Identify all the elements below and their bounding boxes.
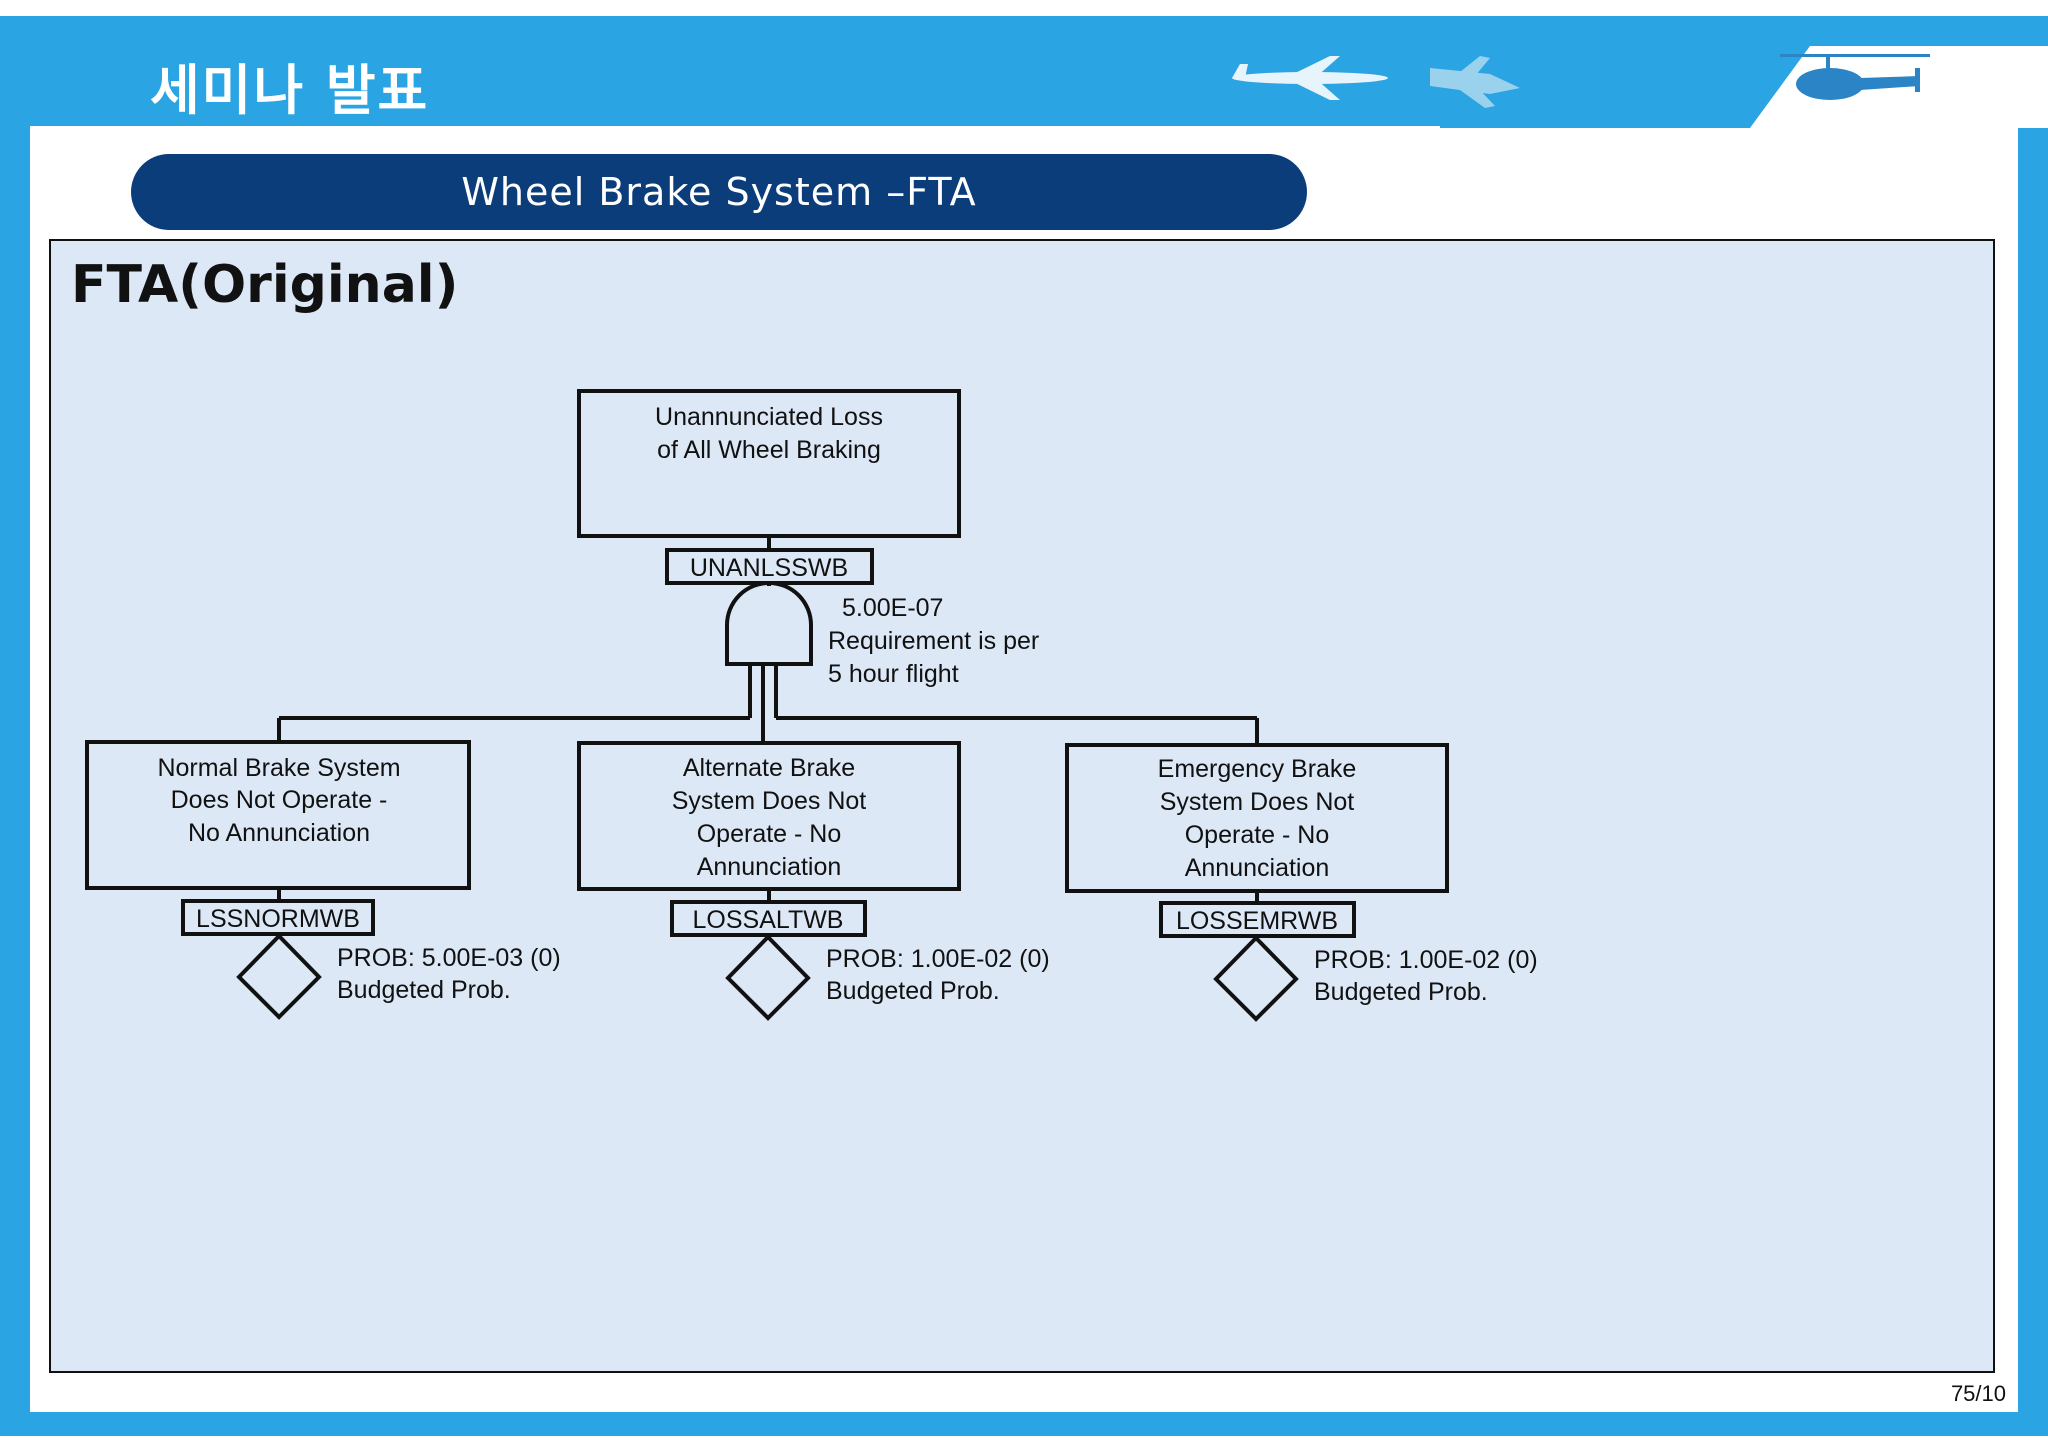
child-2-note: Budgeted Prob.: [826, 977, 1000, 1005]
child-3-id-box: [1159, 901, 1356, 938]
and-gate-icon: [725, 581, 813, 666]
child-3-line-4: Annunciation: [1185, 854, 1330, 882]
page-number: 75/10: [1950, 1381, 2006, 1406]
child-2-id: LOSSALTWB: [693, 906, 844, 934]
gate-line-3: 5 hour flight: [828, 660, 959, 688]
basic-event-diamond-icon: [236, 933, 322, 1020]
helicopter-icon: [1780, 54, 1930, 100]
top-event-line-1: Unannunciated Loss: [655, 403, 883, 431]
slide-title: Wheel Brake System –FTA: [131, 154, 1307, 230]
child-3-note: Budgeted Prob.: [1314, 978, 1488, 1006]
top-event-id: UNANLSSWB: [690, 554, 848, 582]
child-2-line-2: System Does Not: [672, 787, 867, 815]
child-1-note: Budgeted Prob.: [337, 976, 511, 1004]
child-1-line-1: Normal Brake System: [157, 754, 400, 782]
child-1-id-box: [181, 899, 375, 936]
child-3-prob: PROB: 1.00E-02 (0): [1314, 946, 1538, 974]
airliner-icon: [1232, 56, 1388, 100]
gate-line-1: 5.00E-07: [842, 594, 943, 622]
page-title: 세미나 발표: [150, 59, 430, 122]
child-2-line-4: Annunciation: [697, 853, 842, 881]
header-aircraft-banner: [1232, 16, 2048, 128]
fighter-jet-icon: [1430, 56, 1520, 108]
basic-event-diamond-icon: [1213, 935, 1299, 1022]
child-1-line-2: Does Not Operate -: [171, 786, 388, 814]
child-3-line-3: Operate - No: [1185, 821, 1330, 849]
child-2-prob: PROB: 1.00E-02 (0): [826, 945, 1050, 973]
top-event-line-2: of All Wheel Braking: [657, 436, 881, 464]
child-1-id: LSSNORMWB: [196, 905, 360, 933]
child-3-id: LOSSEMRWB: [1176, 907, 1338, 935]
gate-line-2: Requirement is per: [828, 627, 1039, 655]
child-1-line-3: No Annunciation: [188, 819, 370, 847]
fta-panel: FTA(Original): [49, 239, 1995, 1373]
panel-heading: FTA(Original): [71, 255, 459, 315]
child-3-line-1: Emergency Brake: [1158, 755, 1357, 783]
child-1-prob: PROB: 5.00E-03 (0): [337, 944, 561, 972]
child-2-line-3: Operate - No: [697, 820, 842, 848]
child-3-line-2: System Does Not: [1160, 788, 1355, 816]
basic-event-diamond-icon: [725, 934, 811, 1021]
child-2-line-1: Alternate Brake: [683, 754, 855, 782]
